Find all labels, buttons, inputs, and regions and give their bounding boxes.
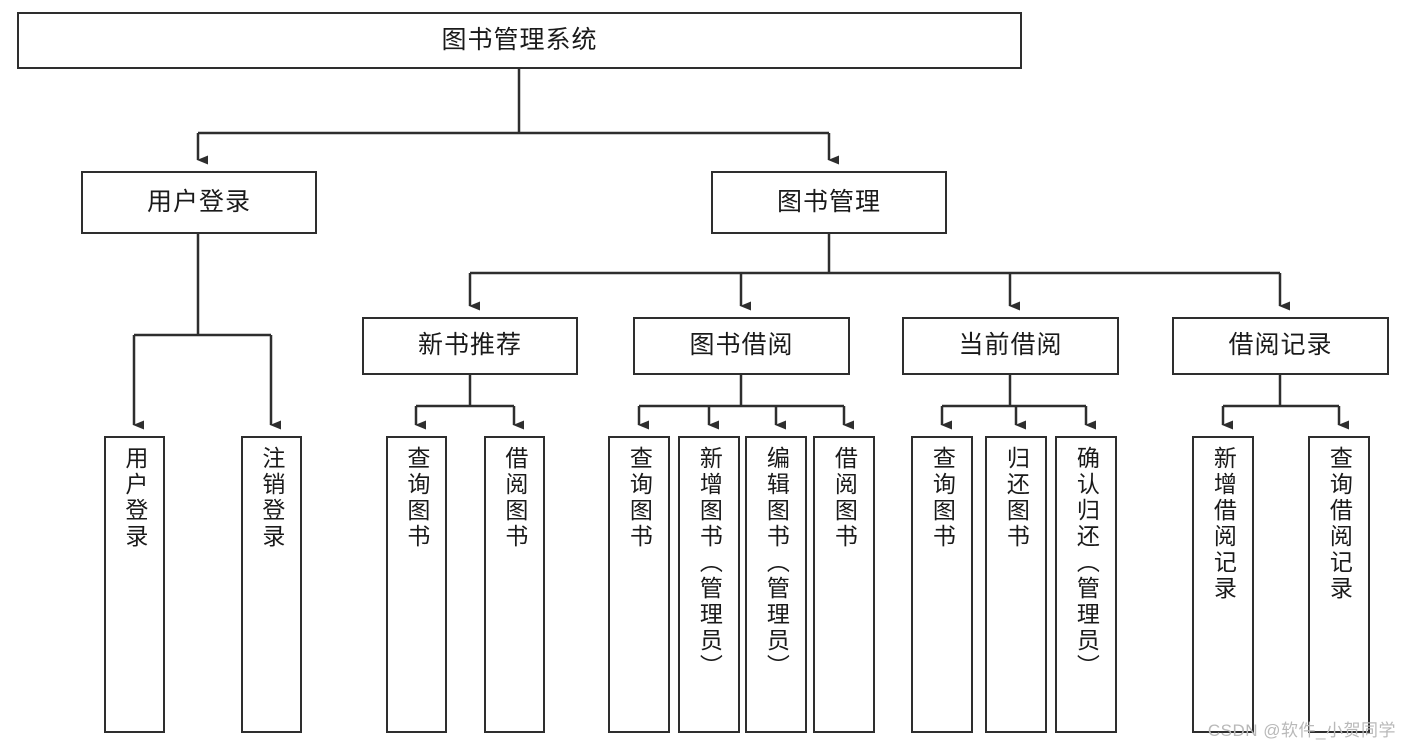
node-label: 注销登录 (258, 446, 285, 550)
node-label: 新增借阅记录 (1210, 446, 1237, 602)
node-current-borrow[interactable]: 当前借阅 (902, 317, 1119, 375)
node-label: 图书借阅 (689, 331, 794, 360)
node-leaf-confirm-return[interactable]: 确认归还（管理员） (1055, 436, 1117, 733)
node-borrow-record[interactable]: 借阅记录 (1172, 317, 1389, 375)
node-label: 确认归还（管理员） (1073, 446, 1100, 680)
node-book-borrow[interactable]: 图书借阅 (633, 317, 850, 375)
connector-group (132, 69, 1349, 430)
node-label: 查询借阅记录 (1326, 446, 1353, 602)
node-leaf-return-book[interactable]: 归还图书 (985, 436, 1047, 733)
node-leaf-edit-book[interactable]: 编辑图书（管理员） (745, 436, 807, 733)
node-leaf-add-record[interactable]: 新增借阅记录 (1192, 436, 1254, 733)
node-label: 用户登录 (146, 187, 251, 216)
node-leaf-query-record[interactable]: 查询借阅记录 (1308, 436, 1370, 733)
node-leaf-borrow-book[interactable]: 借阅图书 (813, 436, 875, 733)
node-leaf-borrow-book-rec[interactable]: 借阅图书 (484, 436, 545, 733)
node-leaf-query-book-borrow[interactable]: 查询图书 (608, 436, 670, 733)
node-leaf-query-book-rec[interactable]: 查询图书 (386, 436, 447, 733)
node-root[interactable]: 图书管理系统 (17, 12, 1022, 69)
node-label: 用户登录 (121, 446, 148, 550)
node-leaf-user-login[interactable]: 用户登录 (104, 436, 165, 733)
node-label: 图书管理 (776, 187, 881, 216)
node-label: 借阅记录 (1228, 331, 1333, 360)
node-book-management[interactable]: 图书管理 (711, 171, 947, 234)
node-label: 借阅图书 (501, 446, 528, 550)
node-new-book-recommend[interactable]: 新书推荐 (362, 317, 578, 375)
node-label: 查询图书 (626, 446, 653, 550)
node-leaf-query-book-cur[interactable]: 查询图书 (911, 436, 973, 733)
node-leaf-user-logout[interactable]: 注销登录 (241, 436, 302, 733)
node-label: 当前借阅 (958, 331, 1063, 360)
node-user-login[interactable]: 用户登录 (81, 171, 317, 234)
node-label: 归还图书 (1003, 446, 1030, 550)
node-label: 编辑图书（管理员） (763, 446, 790, 680)
node-label: 新增图书（管理员） (696, 446, 723, 680)
node-leaf-add-book[interactable]: 新增图书（管理员） (678, 436, 740, 733)
node-label: 新书推荐 (417, 331, 522, 360)
node-label: 图书管理系统 (441, 25, 598, 54)
node-label: 借阅图书 (831, 446, 858, 550)
node-label: 查询图书 (929, 446, 956, 550)
node-label: 查询图书 (403, 446, 430, 550)
